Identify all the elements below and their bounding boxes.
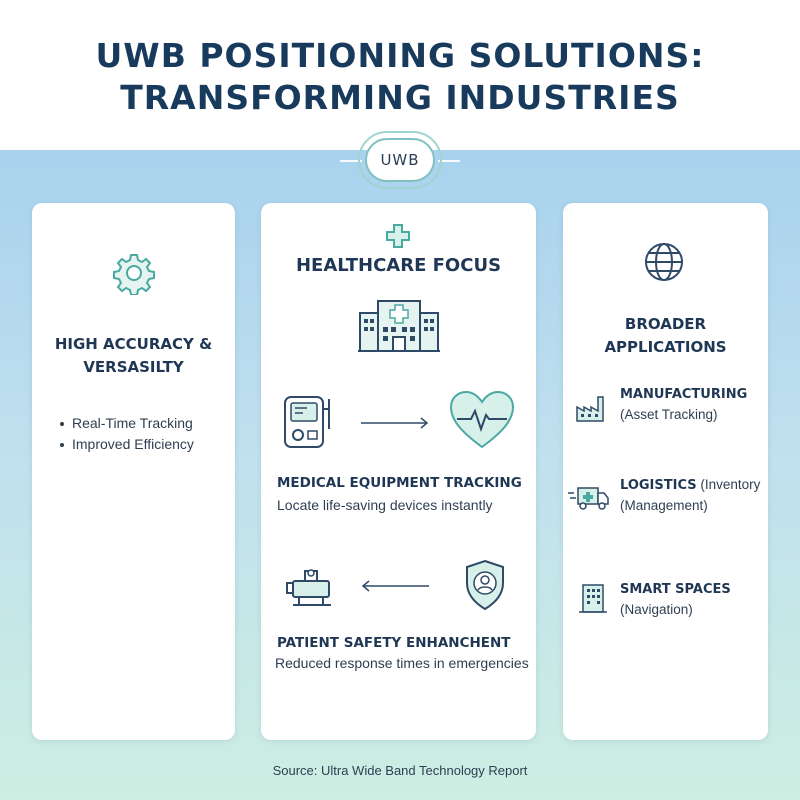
heartbeat-icon: [447, 389, 517, 451]
list-item: Improved Efficiency: [58, 434, 194, 455]
factory-icon: [575, 393, 605, 423]
uwb-badge: UWB: [365, 138, 435, 182]
hospital-bed-icon: [285, 567, 337, 609]
healthcare-card: HEALTHCARE FOCUS: [261, 203, 536, 740]
applications-heading: BROADER APPLICATIONS: [604, 315, 727, 356]
badge-line-right: [438, 160, 460, 162]
gear-icon: [112, 251, 156, 295]
page-title-line2: TRANSFORMING INDUSTRIES: [120, 78, 680, 117]
patient-safety-title: PATIENT SAFETY ENHANCHENT: [277, 635, 511, 651]
medical-device-icon: [283, 393, 335, 451]
truck-icon: [568, 484, 610, 512]
badge-ring: [358, 131, 442, 189]
source-caption: Source: Ultra Wide Band Technology Repor…: [272, 763, 528, 778]
shield-user-icon: [463, 559, 507, 611]
app-item-smart-spaces: SMART SPACES (Navigation): [620, 582, 731, 617]
equipment-tracking-subtitle: Locate life-saving devices instantly: [277, 497, 493, 513]
equipment-tracking-title: MEDICAL EQUIPMENT TRACKING: [277, 475, 522, 491]
uwb-badge-label: UWB: [380, 151, 420, 169]
list-item: Real-Time Tracking: [58, 413, 194, 434]
left-arrow-icon: [359, 580, 429, 592]
app-item-manufacturing: MANUFACTURING (Asset Tracking): [620, 387, 748, 422]
applications-card: BROADER APPLICATIONS MANUFACTURING (Asse…: [563, 203, 768, 740]
medical-cross-icon: [385, 223, 411, 249]
globe-icon: [643, 241, 685, 283]
right-arrow-icon: [361, 417, 431, 429]
badge-line-left: [340, 160, 362, 162]
healthcare-heading: HEALTHCARE FOCUS: [295, 255, 502, 276]
patient-safety-subtitle: Reduced response times in emergencies: [275, 655, 529, 671]
app-item-logistics: LOGISTICS (Inventory (Management): [620, 477, 761, 513]
page-title-line1: UWB POSITIONING SOLUTIONS:: [95, 36, 705, 75]
building-icon: [579, 582, 607, 614]
accuracy-card: HIGH ACCURACY & VERSASILTY Real-Time Tra…: [32, 203, 235, 740]
benefit-list: Real-Time Tracking Improved Efficiency: [58, 413, 194, 455]
header: UWB POSITIONING SOLUTIONS: TRANSFORMING …: [0, 0, 800, 150]
hospital-icon: [358, 295, 440, 353]
accuracy-heading: HIGH ACCURACY & VERSASILTY: [54, 335, 213, 376]
